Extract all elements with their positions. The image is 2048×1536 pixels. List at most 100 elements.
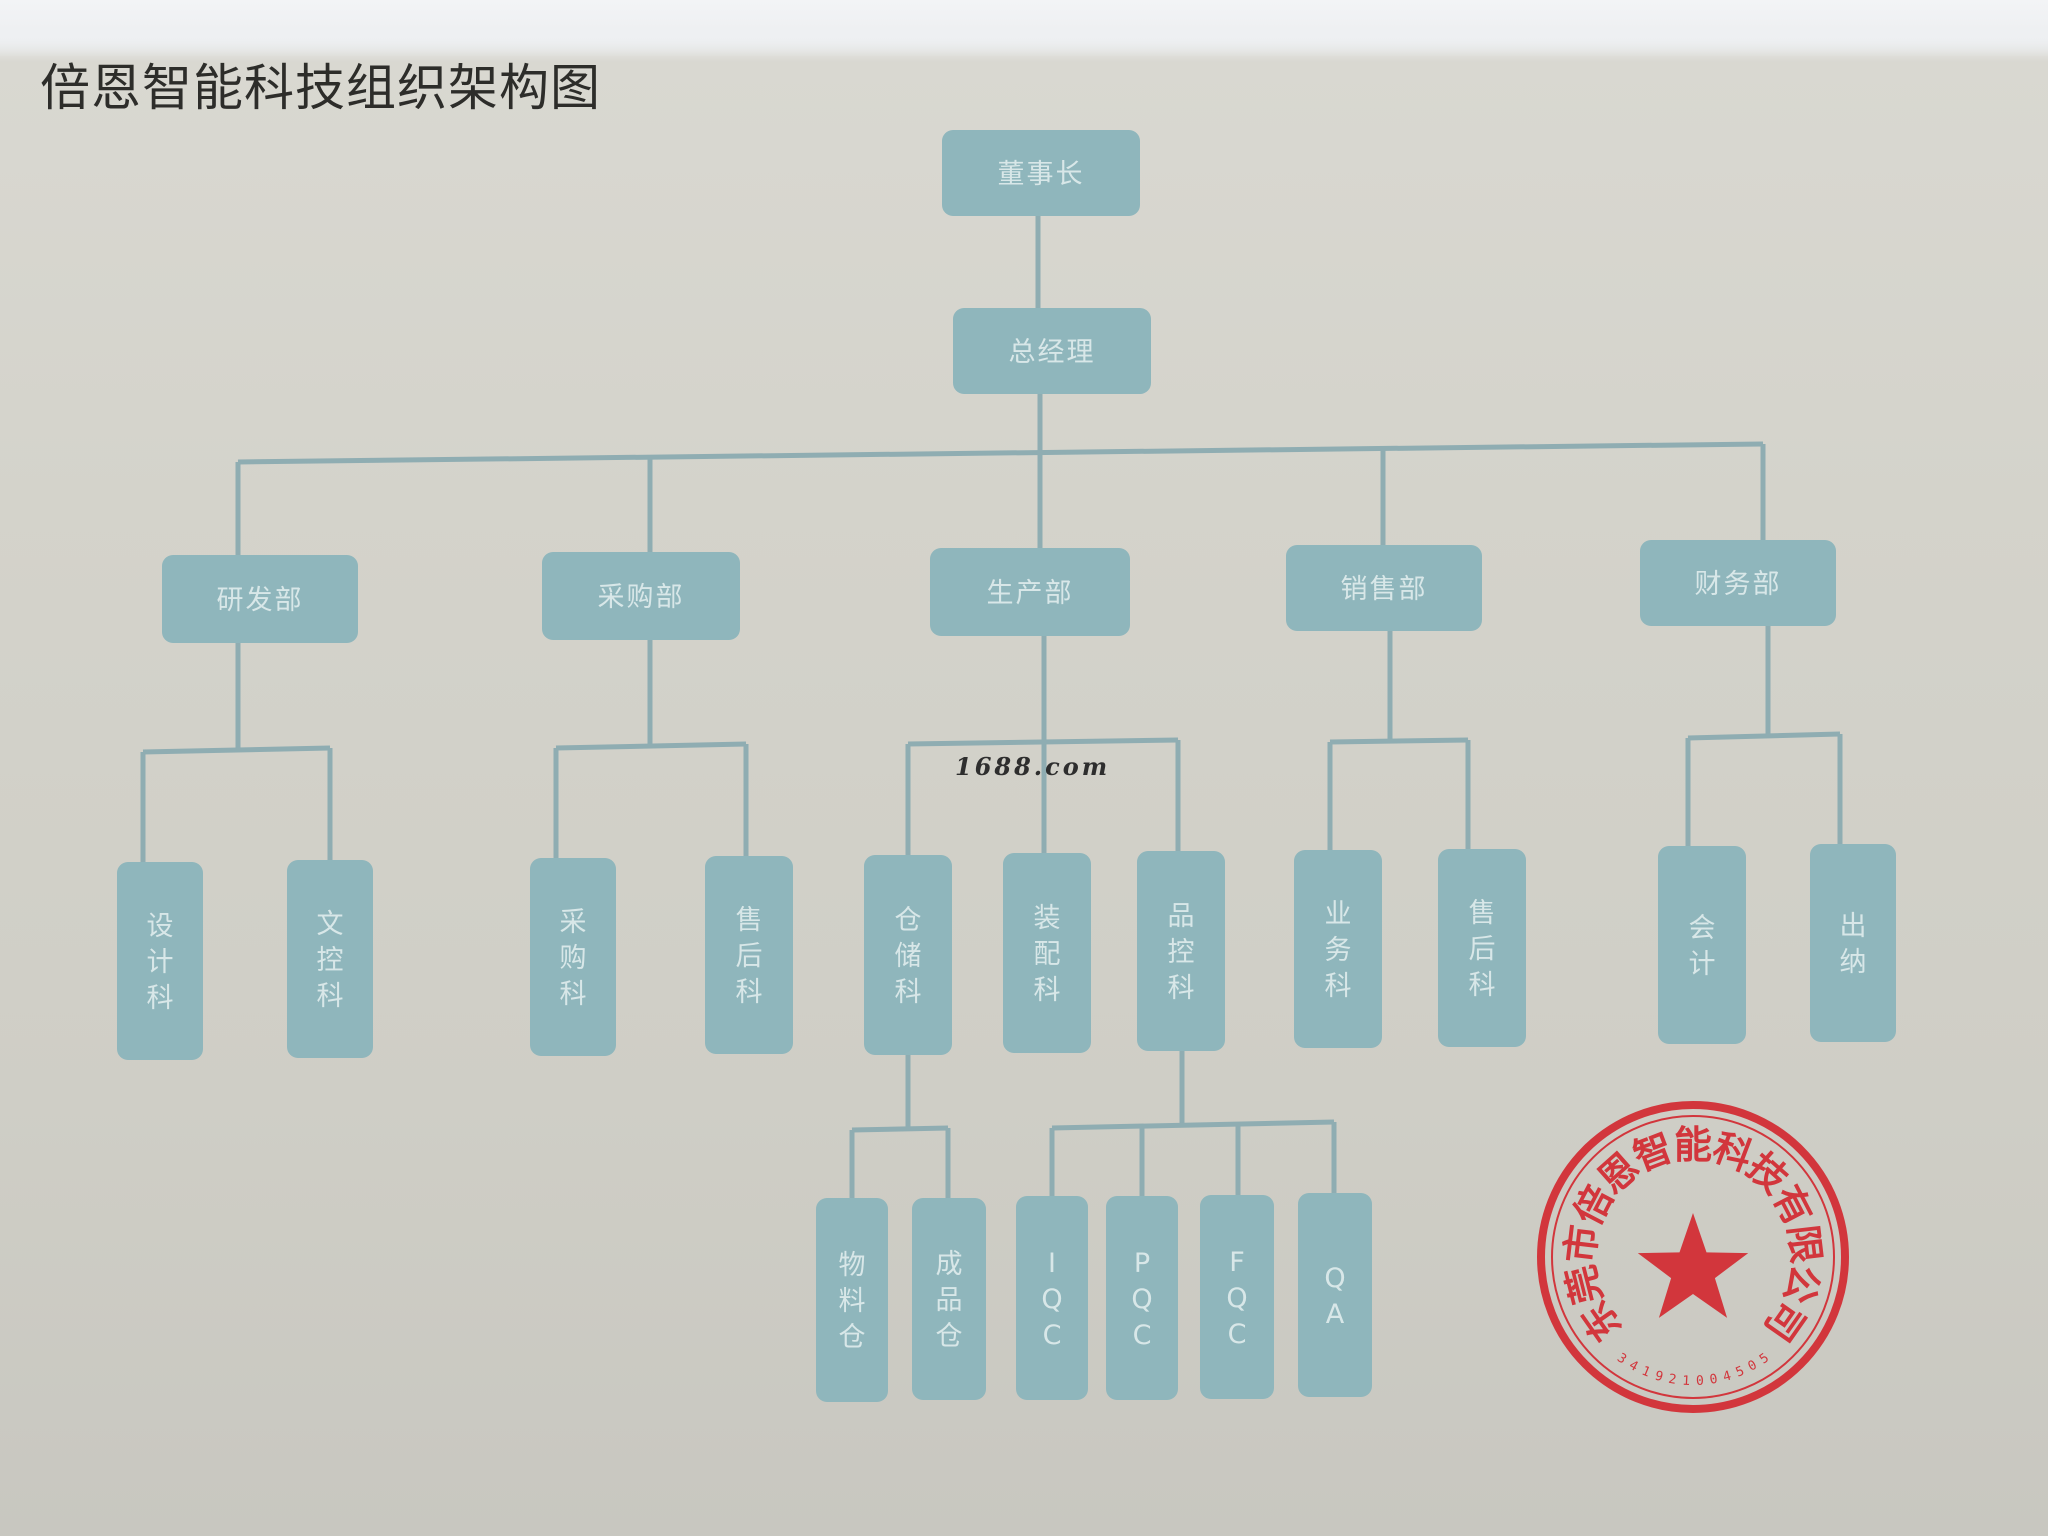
node-label: 售后科 bbox=[1469, 898, 1496, 1001]
node-box bbox=[530, 858, 616, 1056]
node-label: 物料仓 bbox=[839, 1250, 866, 1353]
node-sales: 销售部 bbox=[1286, 545, 1482, 631]
connector-line bbox=[237, 441, 1764, 465]
node-accounting: 会计 bbox=[1658, 846, 1746, 1044]
node-chairman: 董事长 bbox=[942, 130, 1140, 216]
node-label: 董事长 bbox=[998, 159, 1085, 190]
node-box bbox=[864, 855, 952, 1055]
connector-line bbox=[851, 1125, 949, 1133]
node-label: 售后科 bbox=[736, 905, 763, 1008]
svg-text:能: 能 bbox=[1674, 1122, 1712, 1167]
node-box bbox=[1016, 1196, 1088, 1400]
node-label: 装配科 bbox=[1034, 903, 1061, 1006]
node-box bbox=[1137, 851, 1225, 1051]
node-box bbox=[1640, 540, 1836, 626]
node-finance: 财务部 bbox=[1640, 540, 1836, 626]
node-label: 采购部 bbox=[598, 582, 685, 613]
node-box bbox=[942, 130, 1140, 216]
svg-text:0: 0 bbox=[1746, 1358, 1760, 1375]
node-procurement: 采购科 bbox=[530, 858, 616, 1056]
svg-text:0: 0 bbox=[1696, 1374, 1705, 1389]
node-box bbox=[1200, 1195, 1274, 1399]
node-label: 销售部 bbox=[1341, 574, 1428, 605]
node-business: 业务科 bbox=[1294, 850, 1382, 1048]
node-box bbox=[953, 308, 1151, 394]
svg-text:限: 限 bbox=[1780, 1222, 1829, 1265]
svg-text:1: 1 bbox=[1639, 1364, 1652, 1381]
svg-text:1: 1 bbox=[1682, 1374, 1691, 1389]
connector-line bbox=[1329, 737, 1469, 745]
node-warehouse: 仓储科 bbox=[864, 855, 952, 1055]
connector-line bbox=[555, 741, 747, 751]
node-box bbox=[816, 1198, 888, 1402]
node-production: 生产部 bbox=[930, 548, 1130, 636]
svg-text:5: 5 bbox=[1734, 1364, 1747, 1381]
node-label: 品控科 bbox=[1168, 901, 1195, 1004]
node-label: 会计 bbox=[1689, 913, 1716, 980]
node-box bbox=[1810, 844, 1896, 1042]
node-document-control: 文控科 bbox=[287, 860, 373, 1058]
connector-lines bbox=[140, 216, 1843, 1198]
node-label: 出纳 bbox=[1840, 911, 1867, 978]
node-label: 生产部 bbox=[987, 578, 1074, 609]
node-box bbox=[1438, 849, 1526, 1047]
connector-line bbox=[1051, 1119, 1335, 1131]
node-purchasing: 采购部 bbox=[542, 552, 740, 640]
node-finished-goods-store: 成品仓 bbox=[912, 1198, 986, 1400]
svg-text:9: 9 bbox=[1653, 1368, 1665, 1385]
node-label: 仓储科 bbox=[895, 905, 922, 1008]
node-material-store: 物料仓 bbox=[816, 1198, 888, 1402]
node-label: 文控科 bbox=[317, 909, 344, 1012]
node-box bbox=[1298, 1193, 1372, 1397]
svg-text:4: 4 bbox=[1721, 1368, 1733, 1385]
node-after-sales-purchasing: 售后科 bbox=[705, 856, 793, 1054]
node-quality-control: 品控科 bbox=[1137, 851, 1225, 1051]
node-label: 设计科 bbox=[147, 911, 174, 1014]
node-box bbox=[930, 548, 1130, 636]
node-box bbox=[1658, 846, 1746, 1044]
node-box bbox=[542, 552, 740, 640]
svg-text:3: 3 bbox=[1614, 1351, 1629, 1368]
svg-text:4: 4 bbox=[1626, 1358, 1640, 1375]
node-box bbox=[912, 1198, 986, 1400]
node-label: 研发部 bbox=[217, 585, 304, 616]
watermark: 1688.com bbox=[955, 752, 1111, 781]
node-rd: 研发部 bbox=[162, 555, 358, 643]
seal-inner-ring bbox=[1551, 1115, 1835, 1399]
node-box bbox=[117, 862, 203, 1060]
svg-text:2: 2 bbox=[1667, 1372, 1677, 1388]
connector-line bbox=[1687, 731, 1841, 741]
chart-title: 倍恩智能科技组织架构图 bbox=[40, 59, 601, 117]
node-box bbox=[1003, 853, 1091, 1053]
connector-line bbox=[142, 745, 331, 755]
seal-outer-ring bbox=[1537, 1101, 1849, 1413]
node-label: 采购科 bbox=[560, 907, 587, 1010]
node-box bbox=[1286, 545, 1482, 631]
svg-text:0: 0 bbox=[1709, 1372, 1719, 1388]
svg-text:市: 市 bbox=[1557, 1222, 1606, 1265]
node-general-manager: 总经理 bbox=[953, 308, 1151, 394]
node-label: 财务部 bbox=[1695, 569, 1782, 600]
node-assembly: 装配科 bbox=[1003, 853, 1091, 1053]
node-label: 总经理 bbox=[1009, 337, 1096, 368]
node-cashier: 出纳 bbox=[1810, 844, 1896, 1042]
node-box bbox=[705, 856, 793, 1054]
svg-text:5: 5 bbox=[1757, 1351, 1772, 1368]
node-box bbox=[287, 860, 373, 1058]
node-label: 业务科 bbox=[1325, 899, 1352, 1002]
node-box bbox=[1106, 1196, 1178, 1400]
node-box bbox=[162, 555, 358, 643]
node-design: 设计科 bbox=[117, 862, 203, 1060]
